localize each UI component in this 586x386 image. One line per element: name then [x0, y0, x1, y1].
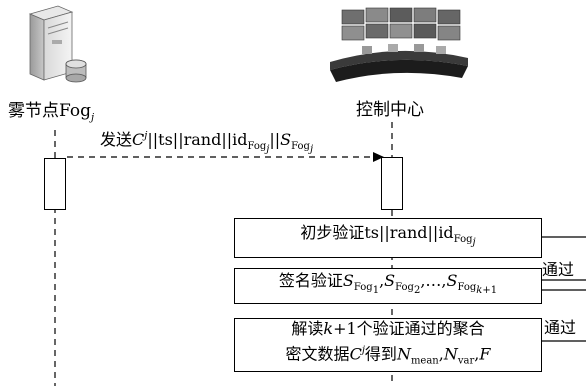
fog-activation [44, 158, 66, 210]
pass-label-2: 通过 [544, 314, 576, 338]
pass-label-1: 通过 [542, 256, 574, 280]
step-preliminary-verification: 初步验证ts||rand||idFogj [234, 218, 542, 258]
control-room-icon [322, 6, 472, 86]
fog-node-label: 雾节点Fogj [8, 96, 94, 123]
send-prefix: 发送 [100, 130, 132, 149]
control-center-label: 控制中心 [356, 95, 424, 120]
server-icon [22, 4, 90, 86]
control-activation [381, 157, 403, 210]
send-message-label: 发送Cj||ts||rand||idFogj||SFogj [100, 126, 313, 155]
step-decrypt-aggregate: 解读k+1个验证通过的聚合 密文数据Cj得到Nmean,Nvar,F [234, 318, 542, 372]
step-signature-verification: 签名验证SFog1,SFog2,…,SFogk+1 [234, 268, 542, 304]
